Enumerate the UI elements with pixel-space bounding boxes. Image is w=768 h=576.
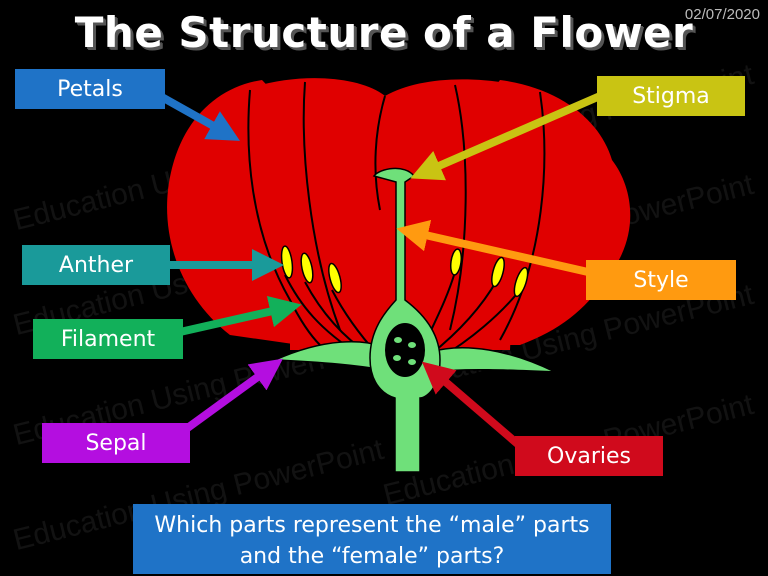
- label-sepal: Sepal: [42, 423, 190, 463]
- slide-date: 02/07/2020: [684, 6, 760, 23]
- label-anther: Anther: [22, 245, 170, 285]
- label-filament: Filament: [33, 319, 183, 359]
- stigma-arrow: [410, 92, 602, 181]
- slide-title: The Structure of a Flower: [74, 8, 694, 57]
- filament-arrow: [179, 295, 302, 336]
- label-ovaries: Ovaries: [515, 436, 663, 476]
- label-petals: Petals: [15, 69, 165, 109]
- question-line-2: and the “female” parts?: [239, 544, 505, 569]
- question-box: Which parts represent the “male” parts a…: [133, 504, 611, 574]
- petals-arrow: [158, 92, 240, 141]
- label-style: Style: [586, 260, 736, 300]
- sepal-arrow: [179, 358, 283, 436]
- style-arrow: [396, 219, 589, 276]
- ovaries-arrow: [421, 361, 523, 450]
- question-line-1: Which parts represent the “male” parts: [154, 513, 590, 538]
- anthers: [280, 245, 529, 298]
- label-stigma: Stigma: [597, 76, 745, 116]
